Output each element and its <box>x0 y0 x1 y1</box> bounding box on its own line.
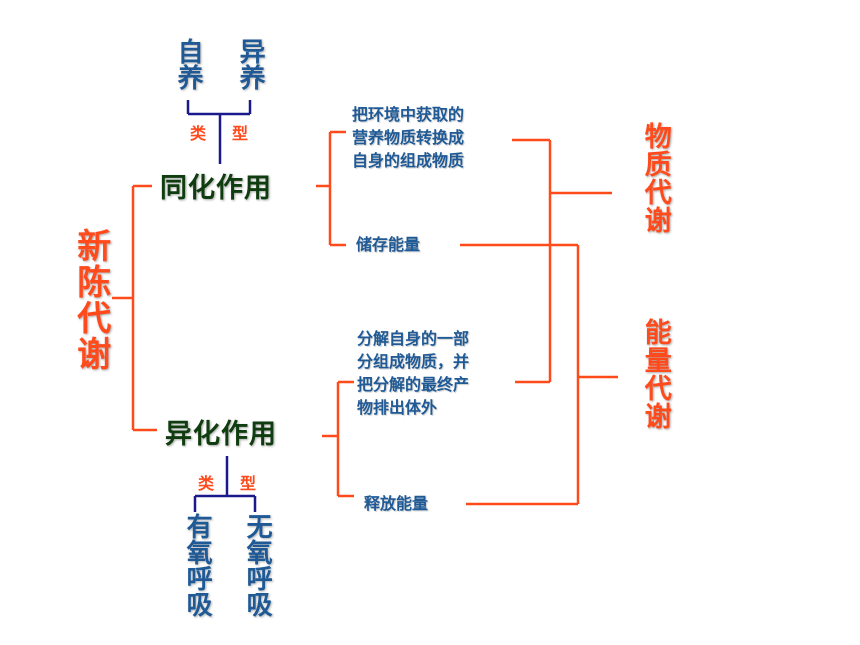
anabolism-type-char-2: 型 <box>232 124 249 143</box>
release-energy-label: 释放能量 <box>364 494 429 513</box>
type-line-anabolism <box>186 100 252 164</box>
catabolism-desc-line-4: 物排出体外 <box>357 398 438 417</box>
connector-material <box>512 138 612 384</box>
aerobic-respiration-label: 有氧呼吸 <box>182 513 213 617</box>
catabolism-desc-line-3: 把分解的最终产 <box>357 375 470 394</box>
catabolism-type-char-1: 类 <box>198 474 215 493</box>
anabolism-desc-line-2: 营养物质转换成 <box>352 128 465 147</box>
heterotroph-label: 异养 <box>235 38 266 90</box>
anabolism-desc-line-3: 自身的组成物质 <box>352 151 465 170</box>
autotroph-label: 自养 <box>173 38 204 90</box>
energy-metabolism-label: 能量代谢 <box>639 318 671 430</box>
catabolism-desc-line-1: 分解自身的一部 <box>357 329 470 348</box>
anabolism-desc-line-1: 把环境中获取的 <box>352 105 465 124</box>
store-energy-label: 储存能量 <box>356 235 421 254</box>
anabolism-label: 同化作用 <box>160 173 272 204</box>
bracket-main <box>112 184 157 432</box>
material-metabolism-label: 物质代谢 <box>639 122 671 234</box>
catabolism-type-char-2: 型 <box>240 474 257 493</box>
catabolism-desc-line-2: 分组成物质，并 <box>357 352 470 371</box>
bracket-anabolism <box>316 130 346 247</box>
anaerobic-respiration-label: 无氧呼吸 <box>242 513 273 617</box>
catabolism-label: 异化作用 <box>165 419 277 450</box>
type-line-catabolism <box>193 456 257 512</box>
anabolism-type-char-1: 类 <box>190 124 207 143</box>
metabolism-label: 新陈代谢 <box>70 228 111 372</box>
bracket-catabolism <box>322 380 354 498</box>
connector-energy <box>460 243 618 506</box>
